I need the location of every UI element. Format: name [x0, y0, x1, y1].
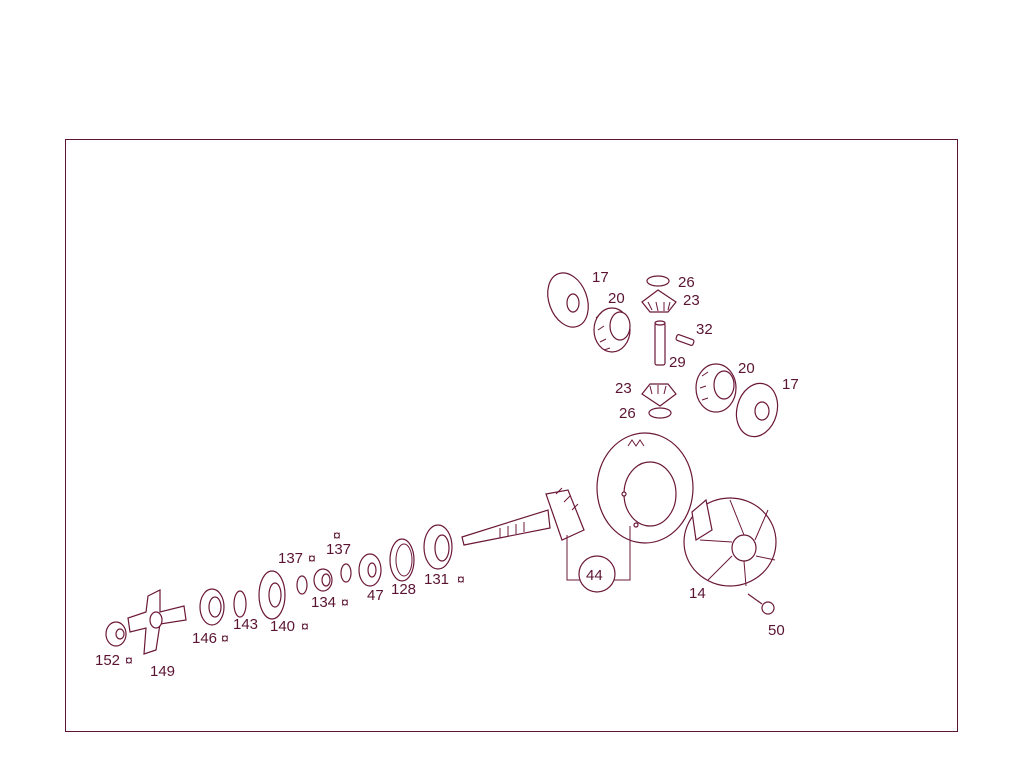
label-137-b: 137 — [278, 550, 303, 567]
label-17-top: 17 — [592, 269, 609, 286]
ring-gear[interactable] — [596, 432, 694, 544]
case-bolt[interactable] — [747, 593, 775, 615]
side-gear-top[interactable] — [593, 307, 631, 353]
washer-26-bottom[interactable] — [648, 407, 672, 419]
radial-seal[interactable] — [199, 588, 225, 626]
label-128: 128 — [391, 581, 416, 598]
label-17-right: 17 — [782, 376, 799, 393]
drive-pinion-shaft[interactable] — [461, 487, 585, 546]
label-131: 131 — [424, 571, 449, 588]
washer-134[interactable] — [340, 563, 352, 583]
shaft-seal[interactable] — [313, 568, 333, 592]
differential-case[interactable] — [683, 497, 777, 587]
label-20-bottom: 20 — [738, 360, 755, 377]
currency-sign-icon: ¤ — [125, 652, 133, 668]
drive-flange[interactable] — [127, 589, 187, 655]
washer-small[interactable] — [296, 575, 308, 595]
label-149: 149 — [150, 663, 175, 680]
label-32: 32 — [696, 321, 713, 338]
diagram-frame — [65, 139, 958, 732]
label-26-bottom: 26 — [619, 405, 636, 422]
currency-sign-icon: ¤ — [457, 571, 465, 587]
label-20-top: 20 — [608, 290, 625, 307]
label-137-a: 137 — [326, 541, 351, 558]
locking-nut[interactable] — [358, 553, 382, 587]
label-134: 134 — [311, 594, 336, 611]
currency-sign-icon: ¤ — [341, 594, 349, 610]
pinion-gear-top[interactable] — [641, 289, 677, 313]
currency-sign-icon: ¤ — [333, 527, 341, 543]
washer-26-top[interactable] — [646, 275, 670, 287]
label-23-bottom: 23 — [615, 380, 632, 397]
side-gear-bottom[interactable] — [695, 363, 737, 413]
currency-sign-icon: ¤ — [301, 618, 309, 634]
bearing-131[interactable] — [423, 524, 453, 570]
thrust-washer-right[interactable] — [731, 379, 784, 442]
label-44: 44 — [586, 567, 603, 584]
label-14: 14 — [689, 585, 706, 602]
collapsible-spacer[interactable] — [389, 538, 415, 582]
thrust-washer-top[interactable] — [541, 267, 596, 333]
label-29: 29 — [669, 354, 686, 371]
circlip[interactable] — [233, 590, 247, 618]
lock-pin[interactable] — [675, 334, 695, 346]
currency-sign-icon: ¤ — [221, 630, 229, 646]
label-50: 50 — [768, 622, 785, 639]
flange-nut[interactable] — [105, 621, 127, 647]
label-23-top: 23 — [683, 292, 700, 309]
currency-sign-icon: ¤ — [308, 550, 316, 566]
label-152: 152 — [95, 652, 120, 669]
label-26-top: 26 — [678, 274, 695, 291]
differential-pin[interactable] — [654, 320, 666, 366]
label-143: 143 — [233, 616, 258, 633]
label-47: 47 — [367, 587, 384, 604]
bearing-140[interactable] — [258, 570, 286, 620]
leader-44 — [566, 526, 631, 581]
label-146: 146 — [192, 630, 217, 647]
label-140: 140 — [270, 618, 295, 635]
pinion-gear-bottom[interactable] — [641, 383, 677, 407]
ref-circle-44 — [578, 555, 616, 593]
